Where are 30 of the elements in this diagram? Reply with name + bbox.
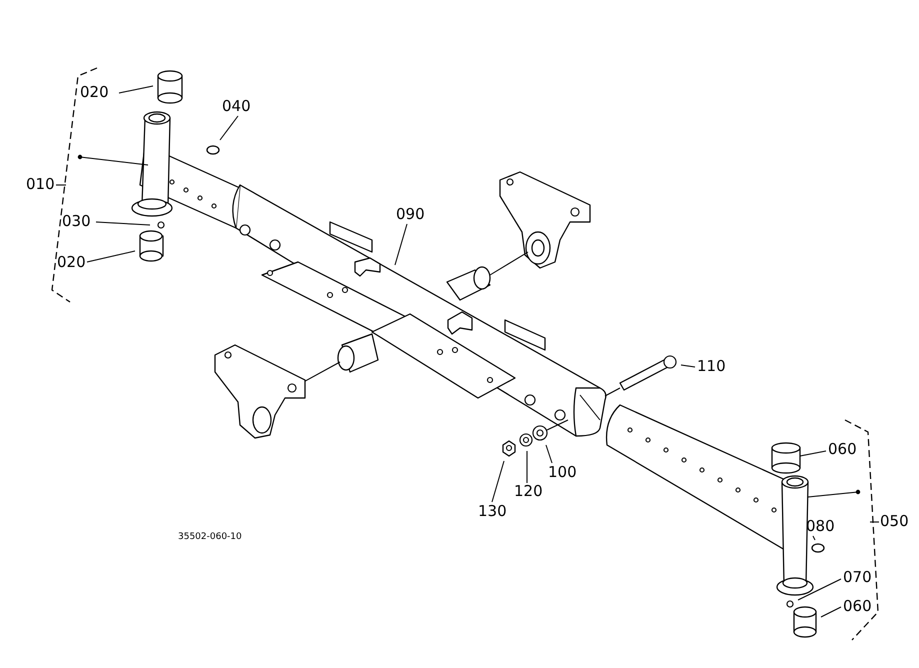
callout-number: 080 bbox=[806, 518, 835, 535]
leader-line bbox=[546, 444, 552, 464]
callout-number: 020 bbox=[80, 84, 109, 101]
callout-number: 050 bbox=[880, 513, 909, 530]
callout-number: 090 bbox=[396, 206, 425, 223]
leader-line bbox=[820, 606, 842, 618]
callout-number: 120 bbox=[514, 483, 543, 500]
leader-line bbox=[86, 250, 136, 262]
leader-line bbox=[798, 578, 842, 600]
callout-number: 040 bbox=[222, 98, 251, 115]
callout-number: 070 bbox=[843, 569, 872, 586]
callout-number: 130 bbox=[478, 503, 507, 520]
callout-number: 060 bbox=[828, 441, 857, 458]
drawing-number: 35502-060-10 bbox=[178, 532, 242, 543]
callout-number: 030 bbox=[62, 213, 91, 230]
leader-line bbox=[118, 86, 154, 94]
leader-line bbox=[812, 536, 816, 540]
leader-line bbox=[680, 364, 696, 368]
leader-line bbox=[96, 222, 150, 226]
callout-number: 100 bbox=[548, 464, 577, 481]
leader-line bbox=[492, 460, 504, 502]
leader-line bbox=[526, 450, 528, 484]
leader-line bbox=[220, 116, 238, 140]
leader-line bbox=[800, 450, 826, 456]
callout-number: 010 bbox=[26, 176, 55, 193]
callout-number: 060 bbox=[843, 598, 872, 615]
callout-number: 110 bbox=[697, 358, 726, 375]
leader-line bbox=[394, 224, 408, 266]
callout-number: 020 bbox=[57, 254, 86, 271]
leader-line bbox=[56, 184, 66, 186]
